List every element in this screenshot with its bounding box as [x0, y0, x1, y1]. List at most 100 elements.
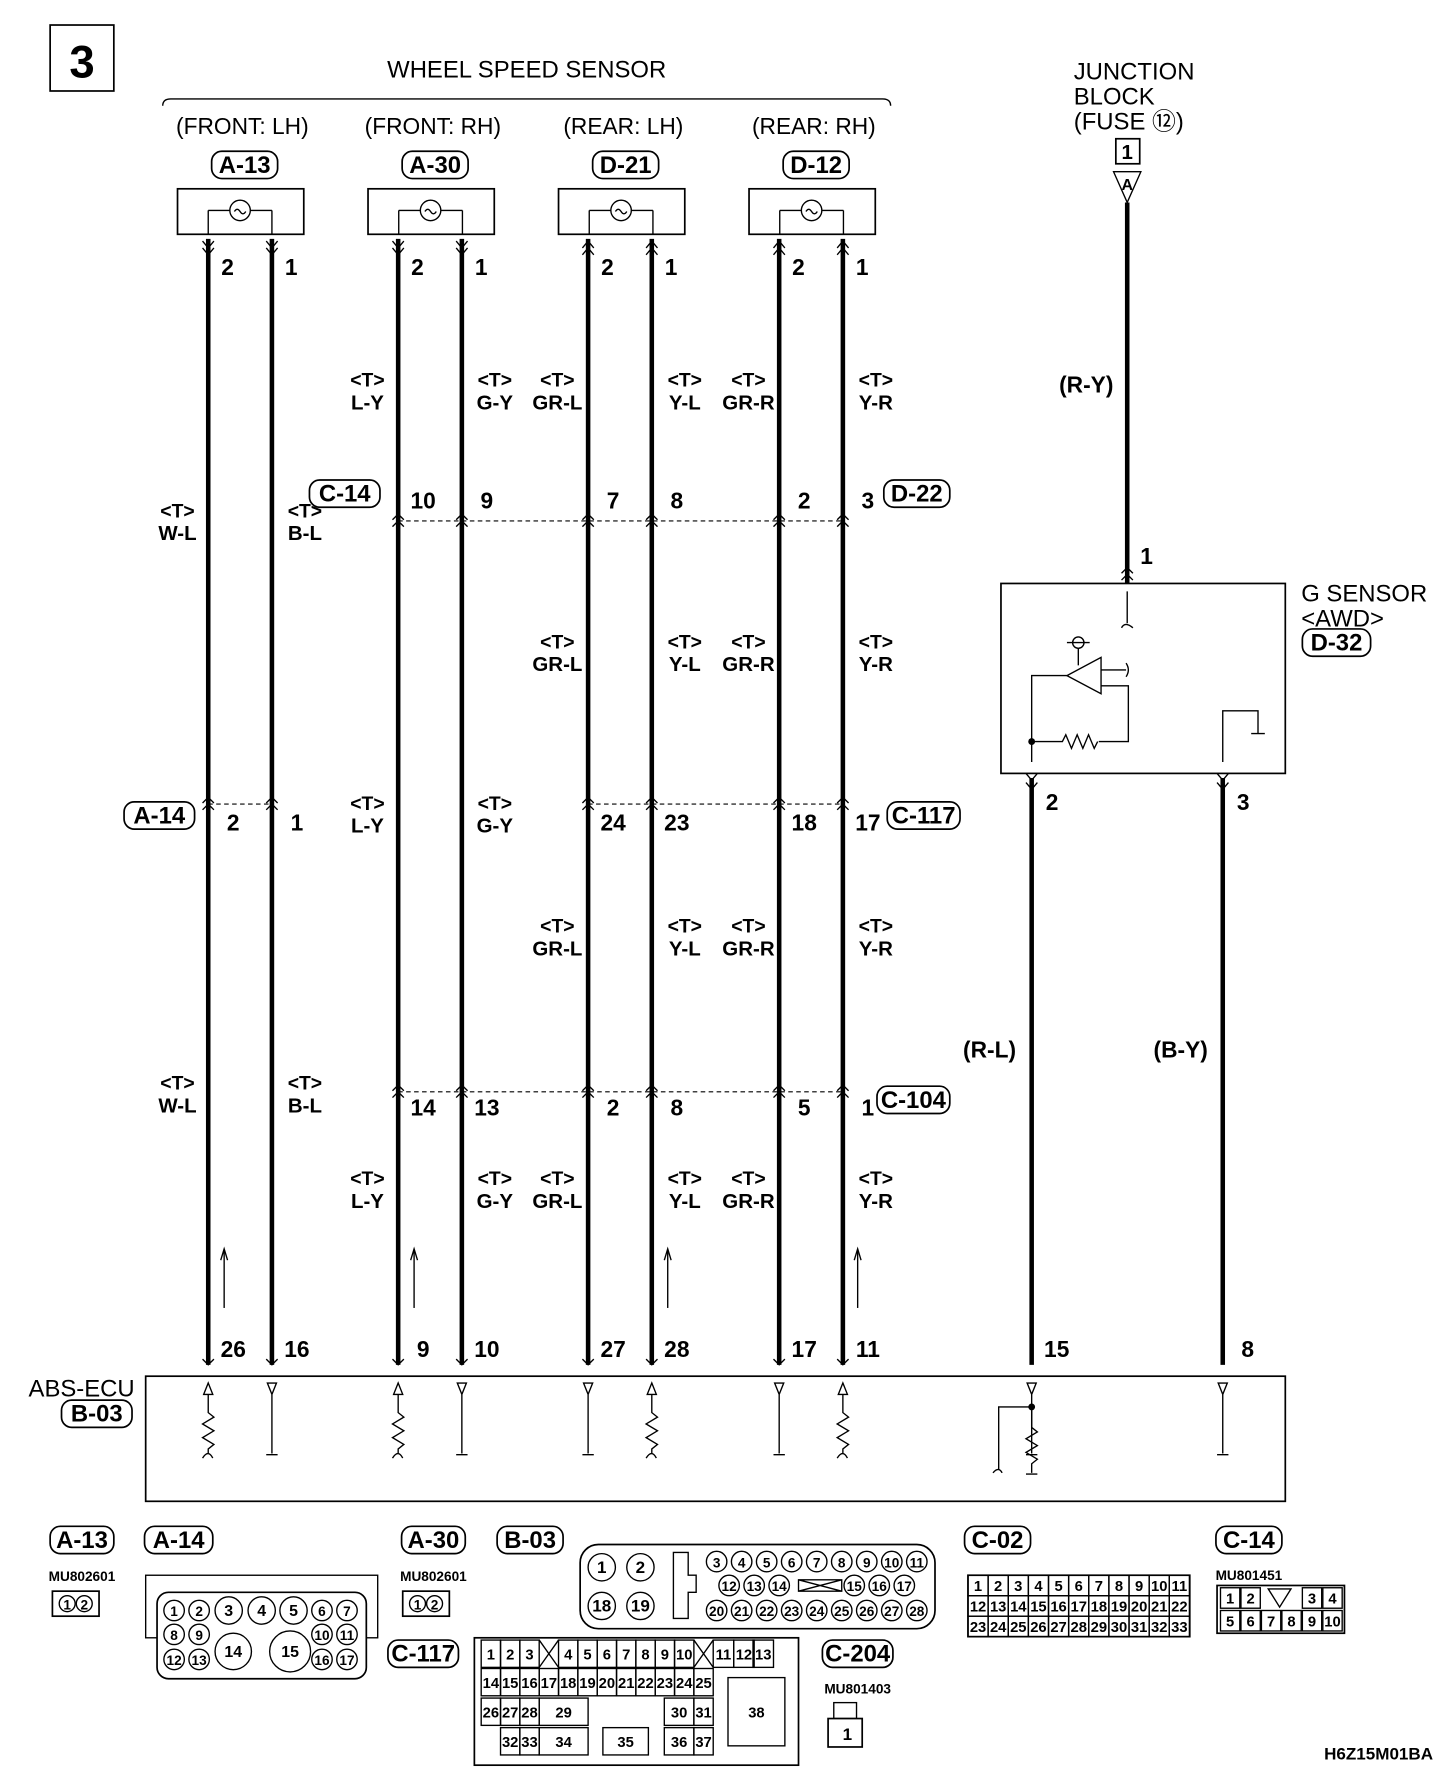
harness-tag: <T>	[668, 371, 702, 392]
blank-cavity	[797, 1579, 843, 1592]
terminal-label: A	[1121, 177, 1133, 194]
wire-color-label: W-L	[158, 1094, 196, 1117]
amp-line	[1101, 662, 1130, 678]
fuse-pin-box	[1114, 137, 1141, 165]
pin: 5	[1054, 1579, 1062, 1595]
pin: 26	[859, 1604, 875, 1619]
pin: 1	[597, 1558, 606, 1577]
pin-cavity	[843, 1574, 866, 1597]
pin-cavity	[247, 1596, 277, 1625]
connector-pin-icon	[1025, 772, 1038, 791]
sensor-pin-number: 1	[285, 254, 298, 280]
pin-cavity	[268, 1630, 312, 1673]
sensor-pin-number: 1	[856, 254, 869, 280]
ecu-pin-number: 26	[221, 1336, 246, 1362]
latch	[833, 1701, 858, 1720]
part-number: MU801403	[824, 1682, 891, 1697]
sensor-position-label: (FRONT: RH)	[365, 113, 501, 139]
pin: 4	[1034, 1579, 1043, 1595]
wire-color-label: Y-R	[859, 391, 893, 414]
connector-pin-number: 24	[600, 809, 626, 835]
pin: 5	[1226, 1614, 1234, 1630]
pin: 7	[622, 1647, 630, 1663]
connector-pin-icon	[773, 513, 786, 528]
pin: 3	[525, 1647, 533, 1663]
pin: 28	[1070, 1620, 1086, 1636]
pin-cavity	[538, 1726, 589, 1756]
pin: 17	[541, 1676, 557, 1692]
pin: 32	[1151, 1620, 1167, 1636]
pin: 32	[502, 1735, 518, 1751]
pin-cavity	[1219, 1609, 1241, 1632]
pin-cavity	[755, 1599, 778, 1622]
pullup-resistor-icon	[835, 1381, 850, 1459]
pin-cavity	[780, 1599, 803, 1622]
pin: 16	[314, 1653, 330, 1668]
ecu-pin-number: 11	[856, 1336, 880, 1362]
wire-color-label: G-Y	[477, 391, 514, 414]
harness-tag: <T>	[160, 1074, 194, 1095]
harness-tag: <T>	[668, 632, 702, 653]
pin-cavity	[163, 1648, 186, 1671]
pin: 21	[734, 1604, 750, 1619]
sensor-connector-tag-frame	[782, 150, 850, 180]
connector-tag-c-104: C-104	[881, 1087, 947, 1114]
sensor-connector-tag: D-12	[790, 152, 842, 179]
output-line	[1030, 674, 1067, 763]
connector-pin-icon	[1121, 566, 1134, 581]
pin-cavity	[880, 1550, 903, 1573]
wire-color-label: L-Y	[351, 815, 384, 838]
diagram-code: H6Z15M01BA	[1324, 1744, 1433, 1763]
pin: 3	[224, 1603, 233, 1620]
pin: 36	[671, 1735, 687, 1751]
connector-view-c-14-frame	[1215, 1525, 1283, 1555]
pin-cavity	[602, 1726, 650, 1756]
g-sensor-connector-tag-frame	[1301, 628, 1372, 658]
connector-view-a-14-frame	[143, 1525, 214, 1555]
harness-tag: <T>	[731, 1169, 765, 1190]
pin: 1	[974, 1579, 982, 1595]
ground-line-icon	[456, 1382, 468, 1456]
ecu-pin-number: 10	[474, 1336, 499, 1362]
pin: 9	[661, 1647, 669, 1663]
pin: 11	[1172, 1579, 1188, 1595]
pin: 23	[784, 1604, 800, 1619]
connector-tag-c-104-frame	[876, 1085, 951, 1115]
connector-pin-number: 23	[664, 809, 689, 835]
ecu-g-input-icon	[992, 1406, 1039, 1475]
pin: 8	[1115, 1579, 1123, 1595]
pin-cavity	[188, 1648, 211, 1671]
harness-tag: <T>	[478, 794, 512, 815]
pin-cavity	[336, 1599, 358, 1622]
harness-tag: <T>	[859, 371, 893, 392]
harness-tag: <T>	[668, 1169, 702, 1190]
pin: 20	[1131, 1600, 1147, 1616]
connector-pin-number: 3	[862, 487, 875, 513]
wire-color-label: GR-L	[532, 1190, 582, 1213]
pin: 15	[281, 1644, 299, 1661]
pin: 14	[1010, 1600, 1027, 1616]
pin-cavity	[693, 1726, 714, 1756]
pin: 3	[713, 1555, 721, 1570]
wire-color-label: L-Y	[351, 1190, 384, 1213]
connector-pin-number: 2	[798, 487, 811, 513]
pin-cavity	[805, 1550, 828, 1573]
connector-view-c-204: C-204	[825, 1641, 891, 1668]
circle	[408, 1595, 427, 1613]
sensor-position-label: (FRONT: LH)	[176, 113, 309, 139]
pin: 23	[970, 1620, 986, 1636]
pin: 9	[195, 1628, 203, 1643]
connector-pin-number: 2	[227, 809, 240, 835]
g-sensor-pin-number: 3	[1237, 789, 1250, 815]
sensor-pin-number: 1	[475, 254, 488, 280]
pin: 14	[772, 1579, 788, 1594]
pin-cavity	[163, 1599, 186, 1622]
wire-color-label: G-Y	[477, 815, 514, 838]
pin-cavity	[1168, 1615, 1191, 1638]
pin-cavity	[1240, 1587, 1261, 1609]
feedback-line	[1098, 685, 1130, 743]
connector-pin-icon	[581, 513, 595, 528]
pin: 22	[637, 1676, 653, 1692]
pin-cavity	[1301, 1609, 1323, 1632]
connector-pin-icon	[836, 796, 850, 811]
